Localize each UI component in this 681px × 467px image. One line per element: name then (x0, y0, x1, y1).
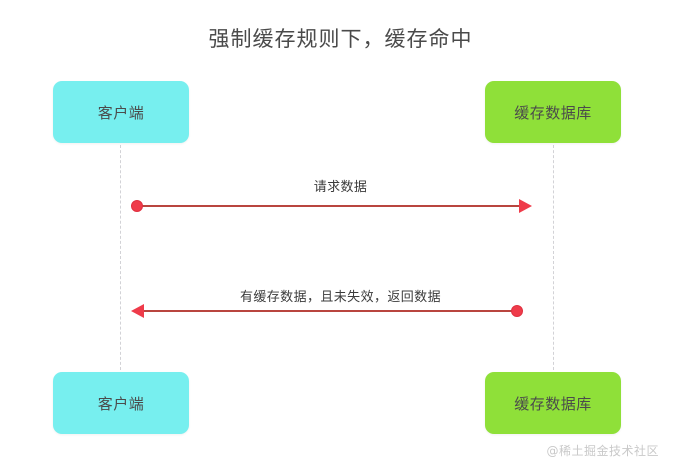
participant-cache-top[interactable]: 缓存数据库 (485, 81, 621, 143)
message-source-dot-request (131, 200, 143, 212)
lifeline-client (120, 140, 121, 375)
watermark: @稀土掘金技术社区 (546, 444, 659, 458)
participant-client-top[interactable]: 客户端 (53, 81, 189, 143)
participant-client-bottom[interactable]: 客户端 (53, 372, 189, 434)
arrow-left-icon (131, 304, 144, 318)
participant-cache-top-label: 缓存数据库 (514, 103, 592, 122)
participant-client-top-label: 客户端 (97, 103, 145, 122)
participant-cache-bottom-label: 缓存数据库 (514, 394, 592, 413)
message-line-request (137, 205, 519, 207)
message-line-response (137, 310, 519, 312)
message-label-response: 有缓存数据，且未失效，返回数据 (239, 290, 441, 305)
participant-client-bottom-label: 客户端 (97, 394, 145, 413)
diagram-title: 强制缓存规则下，缓存命中 (208, 27, 473, 51)
lifeline-cache (553, 140, 554, 375)
arrow-right-icon (519, 199, 532, 213)
message-source-dot-response (511, 305, 523, 317)
participant-cache-bottom[interactable]: 缓存数据库 (485, 372, 621, 434)
message-label-request: 请求数据 (313, 180, 368, 195)
